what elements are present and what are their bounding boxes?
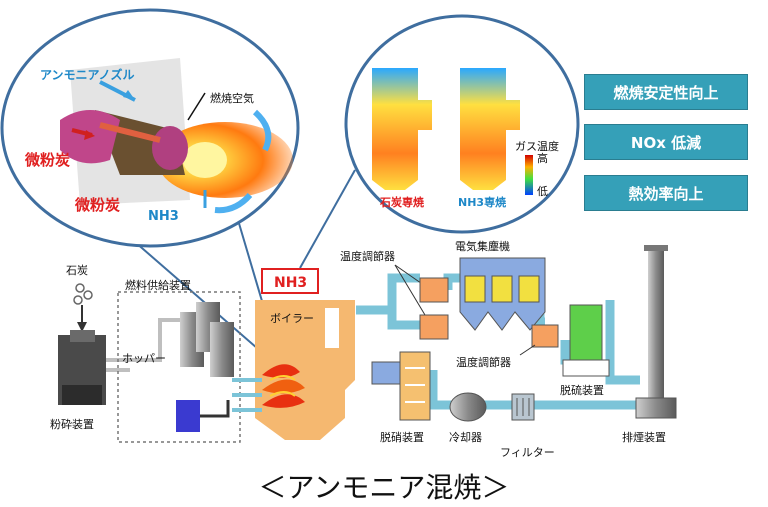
- nh3-tank: [176, 400, 200, 432]
- coal-furnace-map: [372, 68, 432, 190]
- treatment-section: 脱硝装置 冷却器 フィルター: [371, 351, 555, 459]
- coal-only-label: 石炭専焼: [379, 195, 424, 209]
- fuel-supply-box: [117, 291, 241, 443]
- temperature-callout: 石炭専焼 NH3専焼 ガス温度 高 低: [299, 14, 580, 269]
- cooler-unit: [449, 392, 487, 422]
- benefit-badge-combustion-stability: 燃焼安定性向上: [584, 74, 748, 110]
- pulverizer-label: 粉砕装置: [50, 417, 94, 431]
- coal-label: 石炭: [66, 264, 88, 277]
- nh3-callout-label: NH3: [148, 209, 179, 224]
- boiler-section: NH3 ボイラー: [232, 268, 355, 440]
- ammonia-nozzle-label: アンモニアノズル: [40, 67, 134, 82]
- nh3-box-label: NH3: [274, 275, 307, 291]
- temp-controller-2: [531, 324, 559, 348]
- legend-low: 低: [537, 185, 548, 198]
- denox-label: 脱硝装置: [380, 430, 424, 444]
- temp-controller-label-1: 温度調節器: [340, 249, 395, 263]
- diagram-title: ＜アンモニア混焼＞: [258, 471, 510, 504]
- benefit-badge-nox-reduction: NOx 低減: [584, 124, 748, 160]
- fuel-supply-section: 燃料供給装置 ホッパー: [117, 278, 241, 443]
- temp-controller-label-2: 温度調節器: [456, 355, 511, 369]
- legend-title: ガス温度: [515, 139, 559, 153]
- benefit-badge-thermal-efficiency: 熱効率向上: [584, 175, 748, 211]
- pulverized-coal-label-1: 微粉炭: [24, 151, 70, 169]
- stack-label: 排煙装置: [622, 430, 666, 444]
- esp-label: 電気集塵機: [455, 239, 510, 253]
- desulf-unit: [569, 304, 603, 361]
- cooler-label: 冷却器: [449, 431, 482, 444]
- temperature-legend-bar: [525, 155, 533, 195]
- pulverized-coal-label-2: 微粉炭: [74, 196, 120, 214]
- burner-flames: [262, 364, 305, 408]
- boiler-label: ボイラー: [270, 312, 314, 325]
- pulverizer-section: 石炭 粉砕装置: [50, 264, 220, 431]
- fuel-supply-label: 燃料供給装置: [125, 278, 191, 292]
- legend-high: 高: [537, 151, 548, 165]
- esp-section: 温度調節器 電気集塵機 温度調節器: [340, 239, 559, 369]
- hopper-label: ホッパー: [122, 352, 166, 365]
- combustion-air-label: 燃焼空気: [210, 91, 254, 105]
- nh3-only-label: NH3専焼: [458, 195, 506, 209]
- stack-section: 排煙装置: [622, 245, 677, 444]
- filter-label: フィルター: [500, 446, 555, 459]
- stack-chimney: [648, 245, 664, 410]
- temp-controller-1a: [419, 277, 449, 303]
- nh3-furnace-map: [460, 68, 520, 190]
- nh3-box: [261, 268, 319, 294]
- desulf-section: 脱硫装置: [560, 304, 610, 397]
- temp-controller-1b: [419, 314, 449, 340]
- desulf-label: 脱硫装置: [560, 383, 604, 397]
- burner-callout: アンモニアノズル 燃焼空気 微粉炭 微粉炭 NH3: [0, 8, 300, 356]
